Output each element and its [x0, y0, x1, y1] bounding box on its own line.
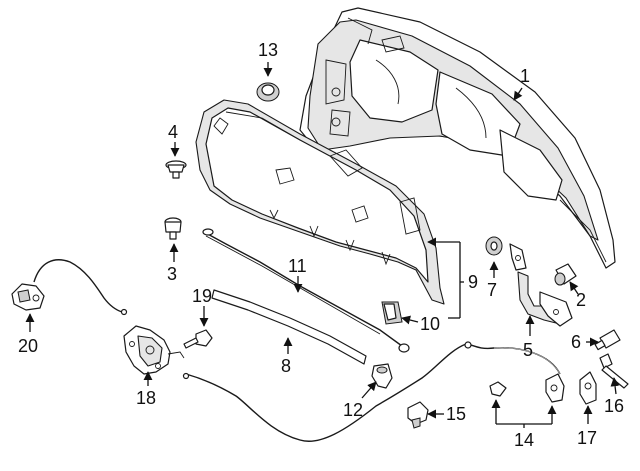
bolt-part-6: [594, 329, 621, 351]
callout-1: 1: [520, 66, 530, 86]
grommet-part-12: [371, 363, 393, 389]
hood-panel: [299, 7, 616, 269]
clip-part-10: [381, 301, 403, 325]
bump-stop-part-7: [485, 236, 503, 256]
callout-labels: 1 13 4 3 9 10 11 7 2 5 6 16 17 14 15 12 …: [18, 40, 624, 450]
clip-part-15: [407, 401, 429, 429]
callout-2: 2: [576, 290, 586, 310]
grommet-part-13: [256, 82, 280, 102]
hood-insulator: [195, 99, 445, 305]
callout-12: 12: [343, 400, 363, 420]
callout-3: 3: [167, 264, 177, 284]
hood-hinge: [509, 243, 573, 327]
bolt-part-19: [183, 329, 213, 349]
bumper-part-4: [165, 160, 187, 179]
weatherstrip-seal: [211, 289, 367, 365]
callout-5: 5: [523, 340, 533, 360]
bolt-part-16: [599, 353, 629, 389]
release-cable: [185, 341, 565, 442]
bumper-part-3: [164, 217, 182, 240]
callout-16: 16: [604, 396, 624, 416]
callout-17: 17: [577, 428, 597, 448]
leader-lines: [25, 62, 620, 428]
hood-latch: [123, 325, 190, 380]
callout-10: 10: [420, 314, 440, 334]
callout-14: 14: [514, 430, 534, 450]
callout-9: 9: [468, 272, 478, 292]
callout-20: 20: [18, 336, 38, 356]
callout-4: 4: [168, 122, 178, 142]
cap-part-2: [554, 263, 577, 286]
callout-13: 13: [258, 40, 278, 60]
callout-6: 6: [571, 332, 581, 352]
callout-18: 18: [136, 388, 156, 408]
callout-11: 11: [288, 256, 307, 276]
callout-19: 19: [192, 286, 212, 306]
callout-15: 15: [446, 404, 466, 424]
bracket-part-17: [579, 371, 597, 405]
callout-8: 8: [281, 356, 291, 376]
callout-7: 7: [487, 280, 497, 300]
release-handle: [11, 259, 128, 316]
